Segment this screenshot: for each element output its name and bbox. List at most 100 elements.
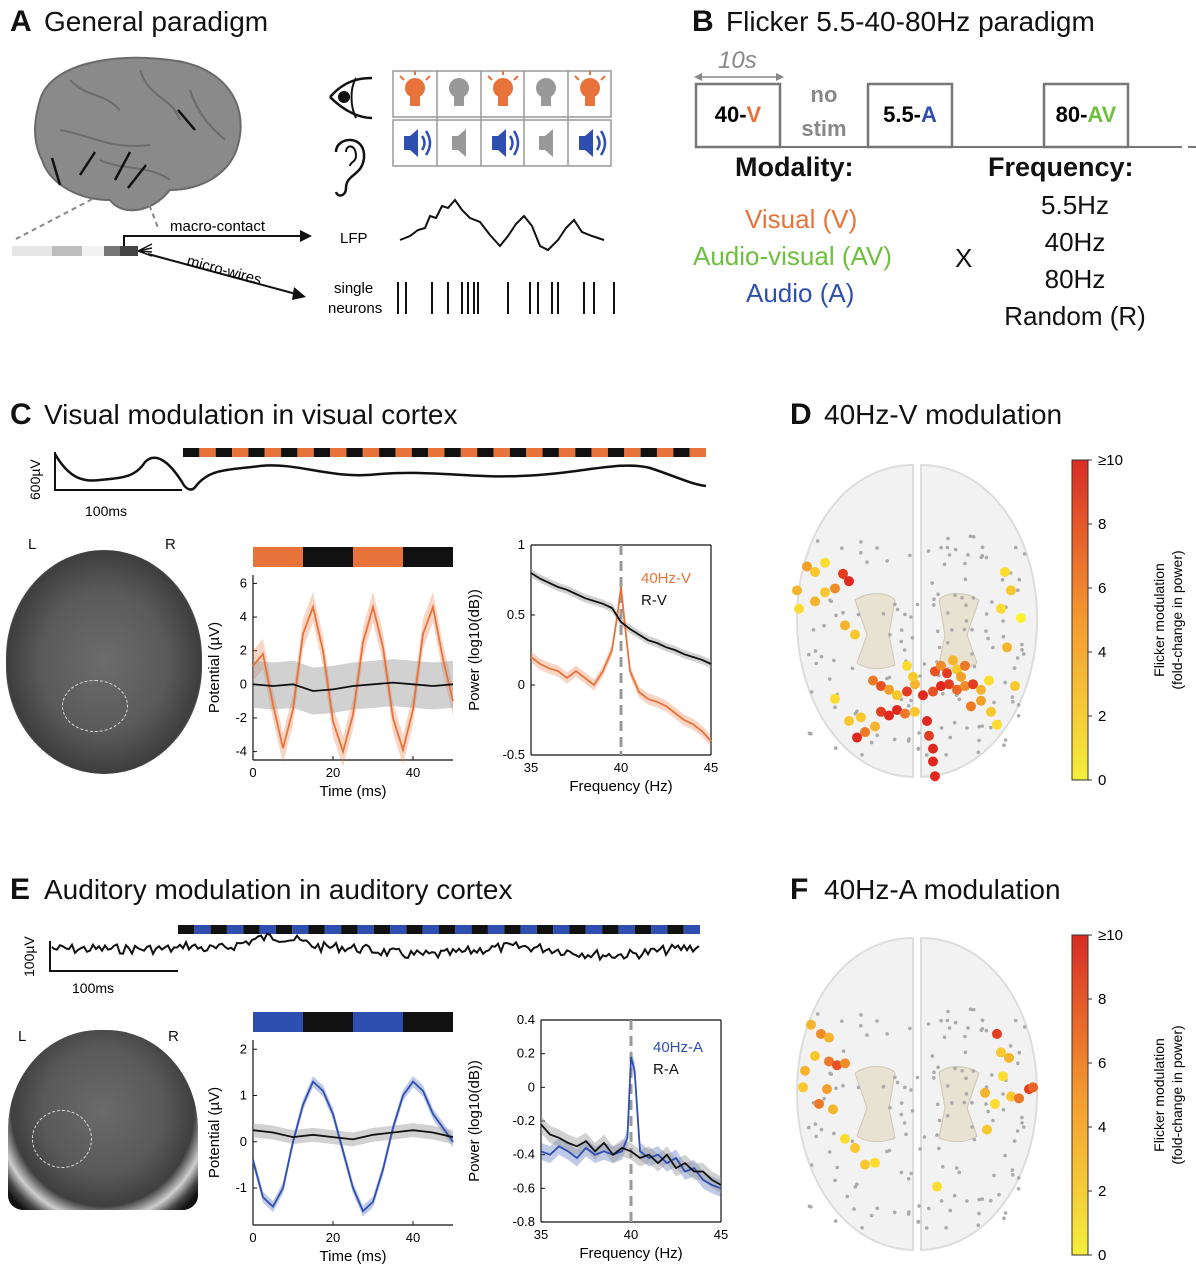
contact-dot [989,1198,993,1203]
stim-segment [199,448,216,457]
contact-dot [922,1135,927,1139]
modulation-dot [1006,1091,1016,1102]
contact-dot [903,612,907,617]
modulation-dot [852,732,862,743]
y-tick-label: 1 [518,537,525,552]
colorbar-tick-label: 2 [1098,1183,1106,1200]
modulation-dot [870,1157,880,1168]
modulation-dot [840,1058,850,1069]
colorbar-tick-label: 8 [1098,516,1106,533]
panel-e-title: Auditory modulation in auditory cortex [44,874,513,905]
contact-dot [853,711,858,716]
contact-dot [885,559,889,563]
contact-dot [819,1127,824,1132]
stim-segment [183,448,200,457]
modulation-dot [792,585,802,596]
contact-dot [953,547,958,552]
contact-dot [989,725,993,730]
x-tick-label: 0 [249,1230,256,1245]
contact-dot [977,738,981,743]
modulation-dot [908,671,918,682]
contact-dot [950,628,954,632]
contact-dot [906,739,911,743]
modulation-dot [810,566,820,577]
contact-dot [910,636,915,640]
modulation-dot [1016,612,1026,623]
y-tick-label: 0 [528,1079,535,1094]
stim-segment [477,448,494,457]
colorbar-gradient [1071,934,1089,1256]
contact-dot [963,1050,968,1054]
stim-segment [569,925,586,934]
modulation-dot [884,684,894,695]
contact-dot [852,1207,856,1211]
contact-dot [1011,700,1015,704]
modulation-dot [824,1032,834,1043]
stim-segment [493,448,510,457]
stim-segment [624,448,641,457]
duration-label: 10s [718,47,757,74]
contact-dot [833,1219,838,1223]
modulation-dot [976,695,986,706]
stim-segment [324,925,342,934]
contact-dot [954,1166,959,1170]
modulation-dot [952,684,962,695]
contact-dot [957,1170,962,1175]
contact-dot [814,1134,818,1139]
contact-dot [859,1013,863,1017]
contact-dot [807,731,812,736]
contact-dot [939,1018,943,1023]
series-line [530,572,712,665]
stim-segment [226,925,244,934]
modulation-dot [822,1084,832,1095]
scale-time: 100ms [72,980,114,995]
modulation-dot [930,771,940,782]
stim-segment [504,925,521,934]
series-line [252,1129,454,1141]
contact-dot [1015,656,1020,660]
block3-num: 80- [1056,102,1088,127]
legend-entry: 40Hz-A [653,1039,703,1056]
contact-dot [1012,1139,1017,1143]
frequency-header: Frequency: [988,152,1134,182]
y-axis-label: Power (log10(dB)) [466,589,483,711]
contact-dot [946,1084,950,1088]
modulation-dot [902,660,912,671]
contact-dot [952,720,957,725]
contact-dot [875,1206,880,1211]
contact-dot [893,602,897,607]
modulation-dot [922,716,932,726]
contact-dot [915,602,920,607]
stimulus-grid [392,70,612,167]
panel-b-title: Flicker 5.5-40-80Hz paradigm [726,6,1095,37]
contact-dot [1020,648,1024,652]
contact-dot [1016,1176,1021,1180]
thalamus-left [854,1066,896,1143]
modulation-dot [1006,585,1016,596]
svg-text:5.5-A: 5.5-A [883,102,937,127]
contact-dot [965,1199,969,1203]
contact-dot [970,1100,974,1105]
modulation-dot [820,587,830,598]
contact-dot [908,553,912,558]
contact-dot [860,1226,864,1230]
modulation-dot [918,690,928,701]
stim-segment [248,448,265,457]
contact-dot [984,1028,989,1033]
x-tick-label: 20 [326,765,340,780]
modulation-dot [824,1056,834,1067]
modality-header: Modality: [735,152,854,182]
colorbar-tick-label: 8 [1098,991,1106,1008]
stim-segment [575,448,592,457]
contact-dot [980,724,984,728]
contact-dot [1000,578,1005,582]
modulation-dot [798,1082,808,1093]
x-tick-label: 40 [624,1227,638,1242]
stim-segment [253,547,303,567]
contact-dot [1016,714,1021,718]
panel-a-title: General paradigm [44,6,269,37]
